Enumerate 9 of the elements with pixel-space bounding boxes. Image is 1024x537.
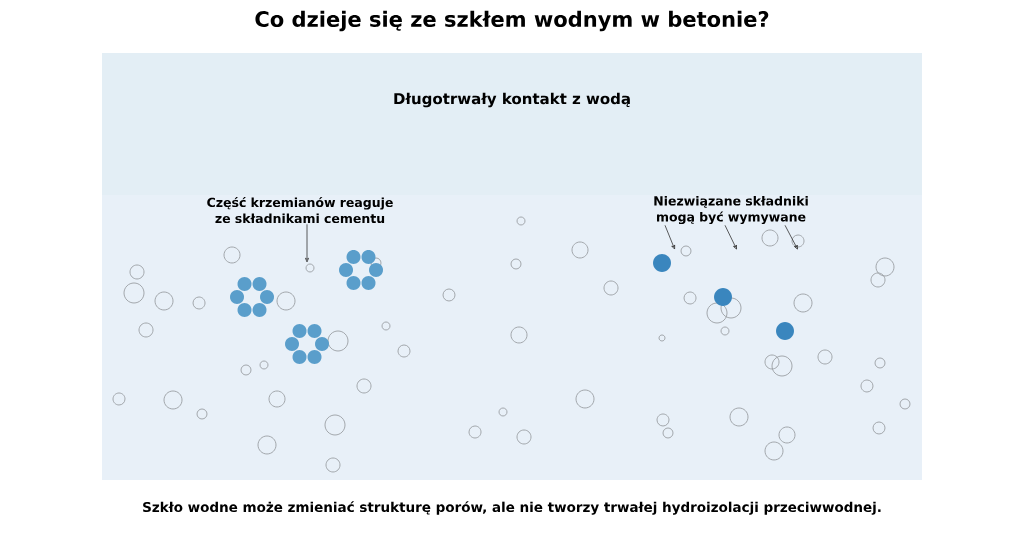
arrow (305, 223, 309, 263)
annotation-text: Część krzemianów reaguje ze składnikami cementu (207, 196, 393, 224)
arrow (724, 224, 737, 250)
title: Co dzieje się ze szkłem wodnym w betonie? (255, 10, 769, 32)
caption: Szkło wodne może zmieniać strukturę porów, ale nie tworzy trwałej hydroizolacji przeciwwodnej. (143, 501, 881, 515)
arrow (664, 224, 676, 250)
annotation-text: Niezwiązane składniki mogą być wymywane (654, 195, 808, 225)
node-label: Długotrwały kontakt z wodą (394, 92, 630, 108)
arrow (784, 224, 798, 250)
